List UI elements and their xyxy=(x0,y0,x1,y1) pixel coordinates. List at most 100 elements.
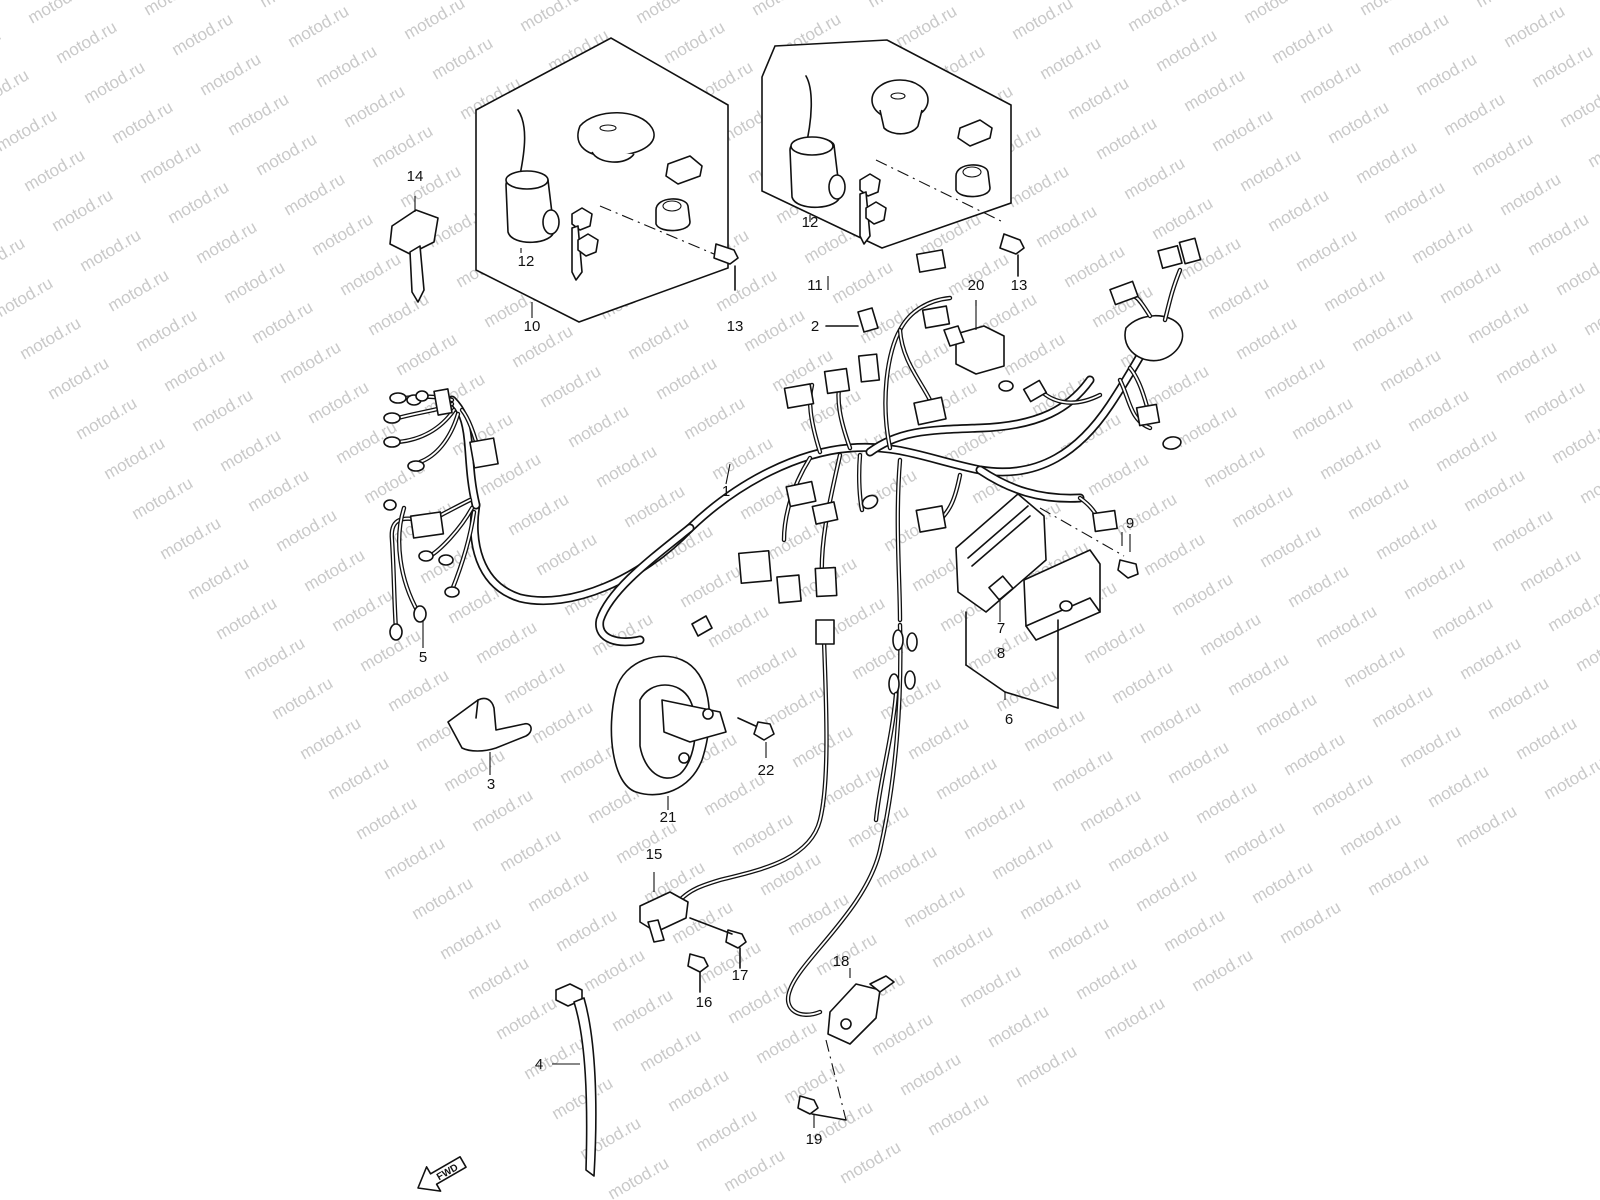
watermark-text: motod.ru xyxy=(829,257,897,307)
watermark-text: motod.ru xyxy=(1249,857,1317,907)
watermark-text: motod.ru xyxy=(1553,249,1600,299)
watermark-text: motod.ru xyxy=(661,17,729,67)
watermark-text: motod.ru xyxy=(429,33,497,83)
watermark-text: motod.ru xyxy=(1009,0,1077,43)
watermark-text: motod.ru xyxy=(1357,0,1425,19)
leader-lines xyxy=(531,276,1123,546)
watermark-text: motod.ru xyxy=(1529,41,1597,91)
watermark-text: motod.ru xyxy=(621,481,689,531)
watermark-text: motod.ru xyxy=(521,1033,589,1083)
watermark-text: motod.ru xyxy=(1465,297,1533,347)
watermark-text: motod.ru xyxy=(509,321,577,371)
cable-tie-4 xyxy=(552,983,597,1177)
watermark-text: motod.ru xyxy=(1385,9,1453,59)
watermark-text: motod.ru xyxy=(1077,785,1145,835)
watermark-text: motod.ru xyxy=(1381,177,1449,227)
watermark-text: motod.ru xyxy=(1473,0,1541,11)
callout-22: 22 xyxy=(758,762,775,779)
watermark-text: motod.ru xyxy=(713,265,781,315)
watermark-text: motod.ru xyxy=(1369,681,1437,731)
watermark-text: motod.ru xyxy=(1237,145,1305,195)
watermark-text: motod.ru xyxy=(1585,121,1600,171)
watermark-text: motod.ru xyxy=(385,665,453,715)
watermark-text: motod.ru xyxy=(1281,729,1349,779)
watermark-text: motod.ru xyxy=(1321,265,1389,315)
watermark-text: motod.ru xyxy=(1337,809,1405,859)
screw-13a xyxy=(713,243,739,291)
watermark-text: motod.ru xyxy=(1085,449,1153,499)
watermark-text: motod.ru xyxy=(437,913,505,963)
watermark-text: motod.ru xyxy=(1017,873,1085,923)
watermark-text: motod.ru xyxy=(1001,329,1069,379)
watermark-text: motod.ru xyxy=(505,489,573,539)
watermark-text: motod.ru xyxy=(625,313,693,363)
watermark-text: motod.ru xyxy=(337,249,405,299)
watermark-text: motod.ru xyxy=(1325,97,1393,147)
watermark-text: motod.ru xyxy=(1425,761,1493,811)
regulator-cdi-6 xyxy=(955,493,1101,709)
watermark-text: motod.ru xyxy=(1137,697,1205,747)
watermark-text: motod.ru xyxy=(981,0,1049,3)
watermark-text: motod.ru xyxy=(313,41,381,91)
watermark-text: motod.ru xyxy=(637,1025,705,1075)
watermark-text: motod.ru xyxy=(129,473,197,523)
watermark-text: motod.ru xyxy=(789,721,857,771)
watermark-text: motod.ru xyxy=(865,0,933,11)
watermark-text: motod.ru xyxy=(1517,545,1585,595)
watermark-text: motod.ru xyxy=(245,465,313,515)
watermark-text: motod.ru xyxy=(189,385,257,435)
callout-16: 16 xyxy=(696,994,713,1011)
callout-14: 14 xyxy=(407,168,424,185)
screw-13b xyxy=(999,233,1025,277)
watermark-text: motod.ru xyxy=(525,865,593,915)
watermark-text: motod.ru xyxy=(1353,137,1421,187)
watermark-text: motod.ru xyxy=(1429,593,1497,643)
watermark-text: motod.ru xyxy=(1469,129,1537,179)
watermark-text: motod.ru xyxy=(1521,377,1589,427)
watermark-text: motod.ru xyxy=(221,257,289,307)
watermark-text: motod.ru xyxy=(961,793,1029,843)
watermark-text: motod.ru xyxy=(497,825,565,875)
watermark-text: motod.ru xyxy=(1149,193,1217,243)
watermark-text: motod.ru xyxy=(581,945,649,995)
watermark-text: motod.ru xyxy=(897,1049,965,1099)
brake-switch-18 xyxy=(785,622,918,1121)
watermark-text: motod.ru xyxy=(373,0,441,3)
watermark-text: motod.ru xyxy=(365,289,433,339)
watermark-text: motod.ru xyxy=(253,129,321,179)
watermark-text: motod.ru xyxy=(677,561,745,611)
watermark-text: motod.ru xyxy=(633,0,701,27)
watermark-text: motod.ru xyxy=(1113,489,1181,539)
screw-17 xyxy=(689,917,747,969)
watermark-text: motod.ru xyxy=(369,121,437,171)
watermark-text: motod.ru xyxy=(101,433,169,483)
watermark-text: motod.ru xyxy=(869,1009,937,1059)
watermark-text: motod.ru xyxy=(1297,57,1365,107)
watermark-text: motod.ru xyxy=(741,305,809,355)
watermark-text: motod.ru xyxy=(1313,601,1381,651)
watermark-text: motod.ru xyxy=(1493,337,1561,387)
watermark-text: motod.ru xyxy=(325,753,393,803)
watermark-text: motod.ru xyxy=(1457,633,1525,683)
watermark-text: motod.ru xyxy=(1317,433,1385,483)
watermark-text: motod.ru xyxy=(1109,657,1177,707)
watermark-text: motod.ru xyxy=(277,337,345,387)
watermark-text: motod.ru xyxy=(137,137,205,187)
watermark-text: motod.ru xyxy=(21,145,89,195)
watermark-text: motod.ru xyxy=(1005,161,1073,211)
watermark-text: motod.ru xyxy=(285,1,353,51)
watermark-text: motod.ru xyxy=(1289,393,1357,443)
watermark-text: motod.ru xyxy=(473,617,541,667)
watermark-text: motod.ru xyxy=(465,953,533,1003)
watermark-text: motod.ru xyxy=(1309,769,1377,819)
watermark-text: motod.ru xyxy=(1125,0,1193,35)
watermark-text: motod.ru xyxy=(893,1,961,51)
watermark-text: motod.ru xyxy=(25,0,93,27)
watermark-text: motod.ru xyxy=(749,0,817,19)
watermark-text: motod.ru xyxy=(281,169,349,219)
watermark-text: motod.ru xyxy=(185,553,253,603)
watermark-text: motod.ru xyxy=(1349,305,1417,355)
watermark-text: motod.ru xyxy=(0,65,32,115)
watermark-text: motod.ru xyxy=(1253,689,1321,739)
